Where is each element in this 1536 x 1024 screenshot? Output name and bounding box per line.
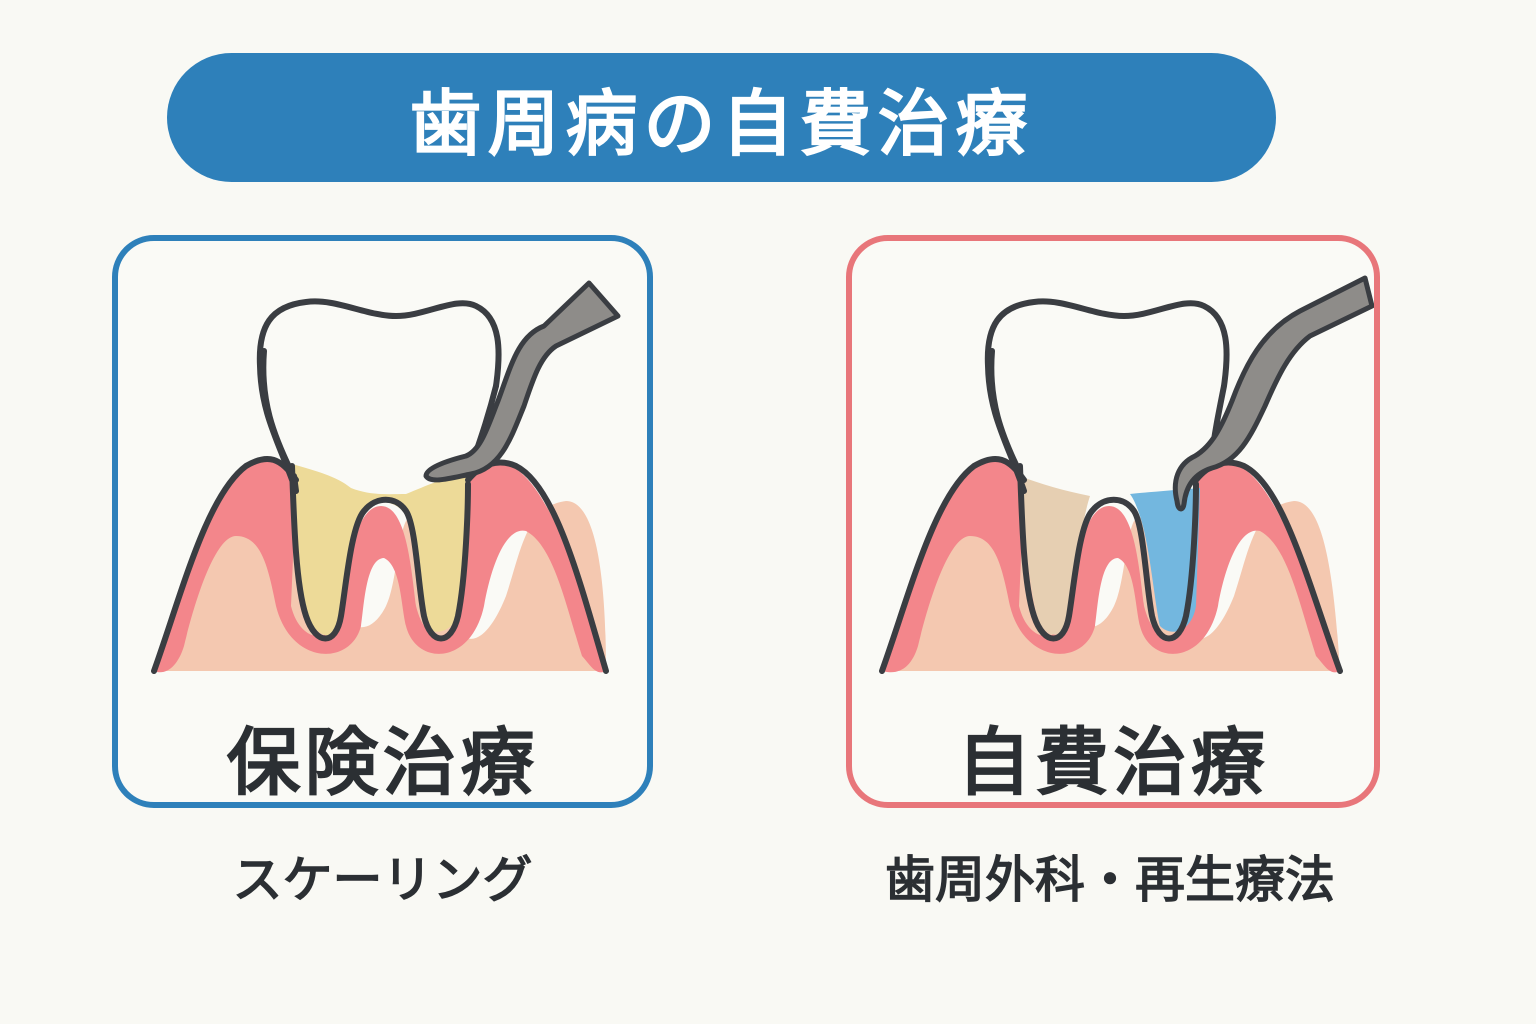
tooth-with-tartar-and-scaler-icon — [151, 280, 621, 674]
self-pay-treatment-label: 自費治療 — [957, 720, 1269, 806]
tooth-with-regeneration-and-curette-icon — [879, 275, 1374, 674]
insurance-treatment-label: 保険治療 — [226, 720, 539, 806]
self-pay-treatment-card: 自費治療 — [846, 235, 1380, 808]
self-pay-treatment-subtitle: 歯周外科・再生療法 — [885, 851, 1335, 909]
insurance-treatment-card: 保険治療 — [112, 235, 653, 808]
insurance-treatment-subtitle: スケーリング — [232, 851, 533, 909]
title-banner: 歯周病の自費治療 — [167, 53, 1276, 182]
page-title: 歯周病の自費治療 — [409, 82, 1034, 166]
